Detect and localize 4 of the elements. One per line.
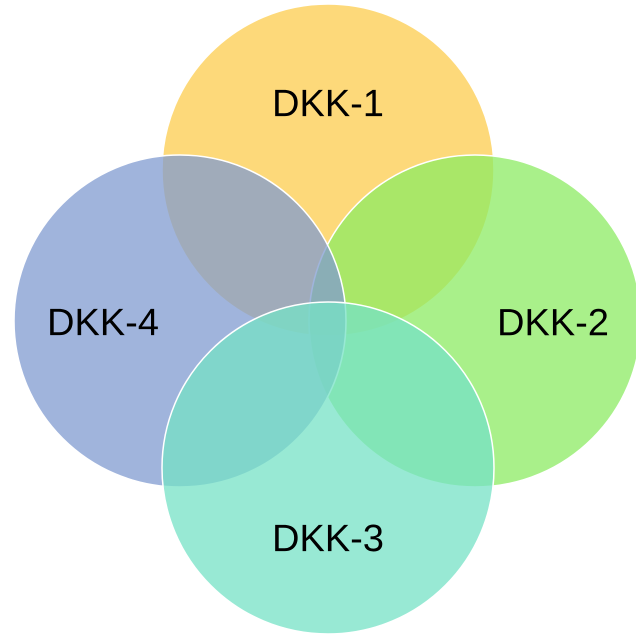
circle-label: DKK-3 — [275, 524, 382, 552]
circle-label: DKK-2 — [500, 308, 608, 336]
circle-label: DKK-1 — [275, 90, 382, 116]
circle-label: DKK-4 — [50, 308, 158, 336]
